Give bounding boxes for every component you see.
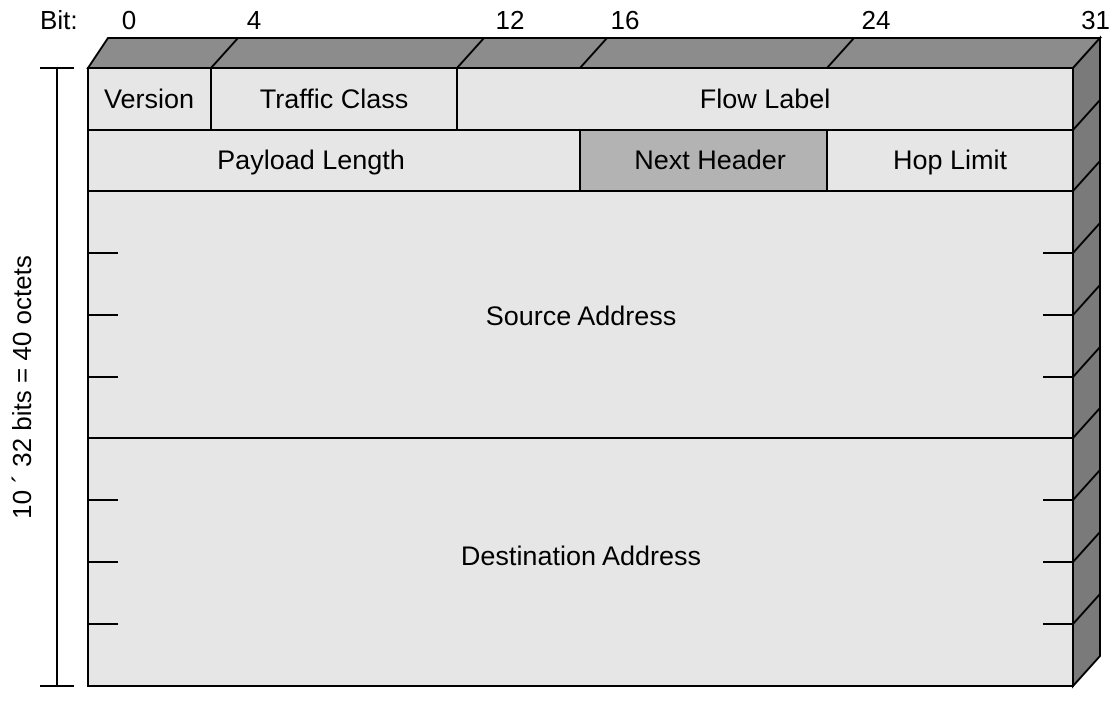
hop-limit-label: Hop Limit bbox=[893, 145, 1008, 175]
bit-tick-label: 4 bbox=[247, 5, 261, 35]
payload-length-label: Payload Length bbox=[217, 145, 405, 175]
flow-label-field bbox=[456, 67, 1074, 131]
destination-address-field bbox=[87, 437, 1074, 687]
bit-ruler: Bit: 0 4 12 16 24 31 bbox=[40, 5, 1110, 35]
bit-tick-label: 0 bbox=[122, 5, 136, 35]
flow-label-label: Flow Label bbox=[700, 84, 831, 114]
version-label: Version bbox=[104, 84, 194, 114]
word-ticks-right bbox=[1043, 252, 1073, 625]
bit-tick-label: 12 bbox=[496, 5, 525, 35]
header-size-label: 10 ´ 32 bits = 40 octets bbox=[7, 255, 37, 519]
side-face-dividers bbox=[1072, 99, 1101, 625]
source-address-field bbox=[87, 190, 1074, 439]
bit-tick-label: 24 bbox=[862, 5, 891, 35]
next-header-field bbox=[579, 129, 828, 192]
top-face-dividers bbox=[210, 37, 855, 69]
source-address-label: Source Address bbox=[486, 301, 677, 331]
traffic-class-field bbox=[210, 67, 458, 131]
bit-tick-label: 16 bbox=[611, 5, 640, 35]
bit-prefix-label: Bit: bbox=[40, 5, 78, 35]
bit-tick-label: 31 bbox=[1081, 5, 1110, 35]
hop-limit-field bbox=[826, 129, 1074, 192]
word-ticks-left bbox=[88, 252, 118, 625]
next-header-label: Next Header bbox=[634, 145, 786, 175]
size-bracket bbox=[40, 67, 74, 687]
destination-address-label: Destination Address bbox=[461, 541, 701, 571]
traffic-class-label: Traffic Class bbox=[260, 84, 409, 114]
